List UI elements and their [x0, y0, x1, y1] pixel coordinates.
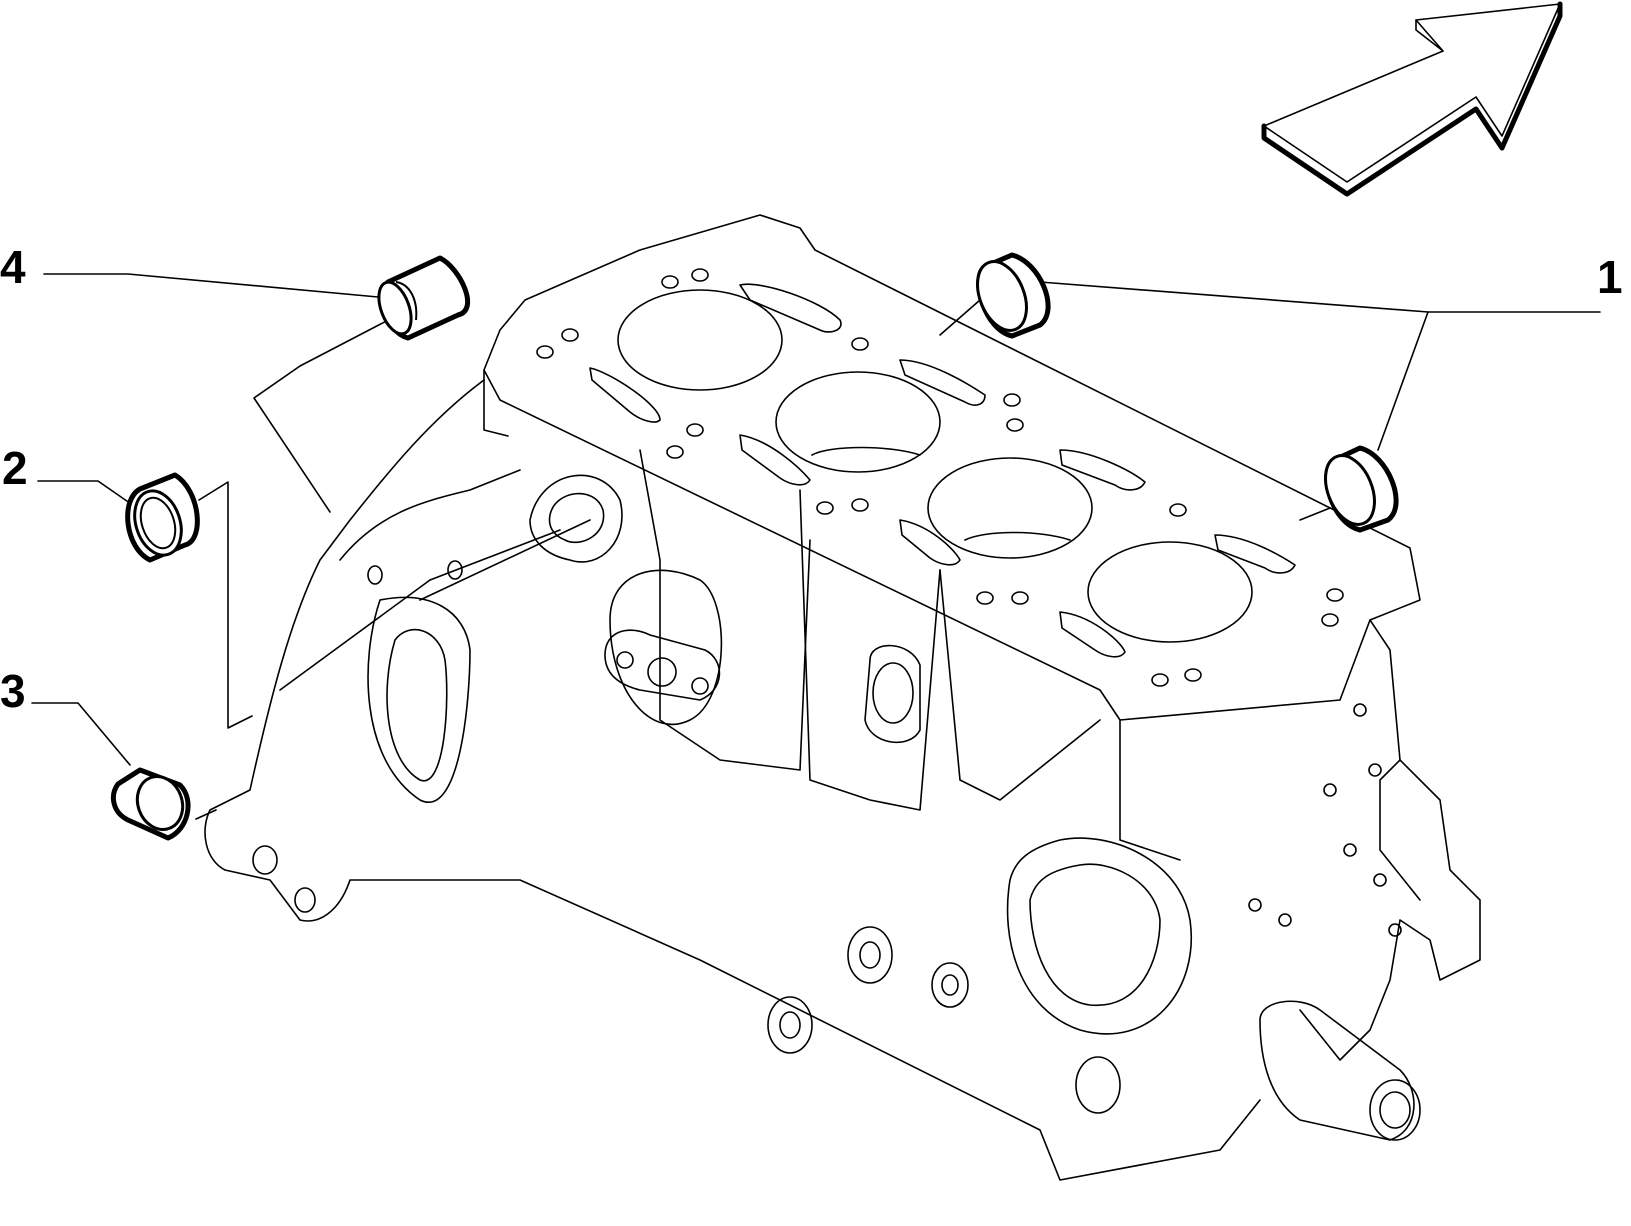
bushing-upper-left: [377, 255, 471, 341]
cylinder-bores: [617, 289, 1253, 643]
callout-label-1: 1: [1597, 251, 1623, 303]
leader-lines: [31, 273, 1601, 820]
cap-plug-right: [1324, 445, 1399, 533]
deck-holes: [536, 268, 1344, 687]
cap-plug-top-right: [976, 252, 1051, 339]
orientation-arrow-icon: [1261, 1, 1563, 197]
engine-block: [204, 214, 1481, 1181]
callout-label-2: 2: [2, 442, 28, 494]
bushing-lower-left: [110, 767, 191, 841]
callout-label-3: 3: [0, 665, 26, 717]
cap-plug-left: [125, 472, 200, 563]
callout-label-4: 4: [0, 241, 26, 293]
